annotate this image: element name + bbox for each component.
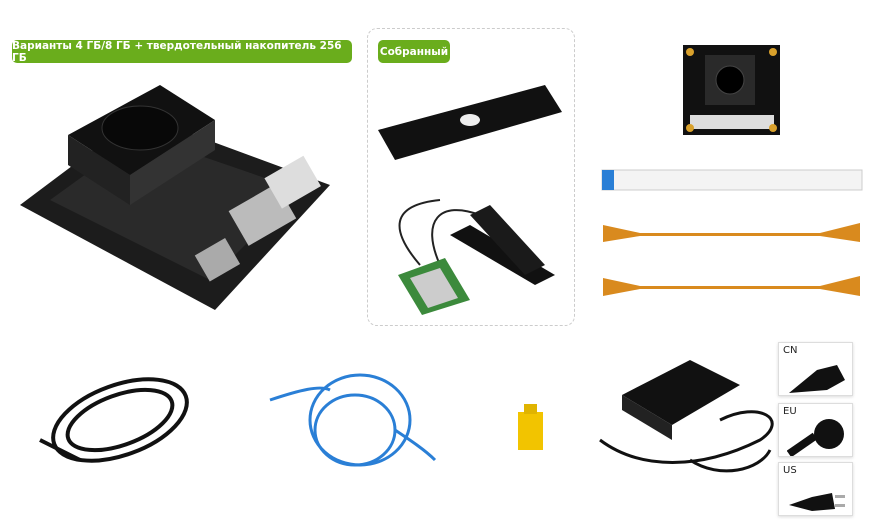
usb-cable <box>39 377 189 463</box>
assembled-group-frame <box>367 28 575 326</box>
plug-label: CN <box>783 345 798 356</box>
plug-label: US <box>783 465 797 476</box>
white-ribbon-cable <box>601 169 863 191</box>
power-adapter <box>599 360 774 473</box>
ethernet-cable <box>269 373 437 467</box>
jumper <box>518 404 543 450</box>
us-plug-icon <box>789 493 845 511</box>
plug-option-us: US <box>778 462 853 516</box>
wifi-card-antennas <box>398 199 555 315</box>
plug-option-cn: CN <box>778 342 853 396</box>
plug-option-eu: EU <box>778 403 853 457</box>
flex-cable-1 <box>603 223 860 242</box>
heatsink-fan <box>68 85 215 205</box>
variants-badge: Варианты 4 ГБ/8 ГБ + твердотельный накоп… <box>12 40 352 64</box>
m2-ssd <box>378 85 562 160</box>
flex-cable-2 <box>603 276 860 296</box>
plug-label: EU <box>783 406 797 417</box>
camera-module <box>683 45 780 135</box>
cn-plug-icon <box>789 365 845 393</box>
eu-plug-icon <box>787 419 844 456</box>
assembled-badge: Собранный <box>378 40 450 63</box>
